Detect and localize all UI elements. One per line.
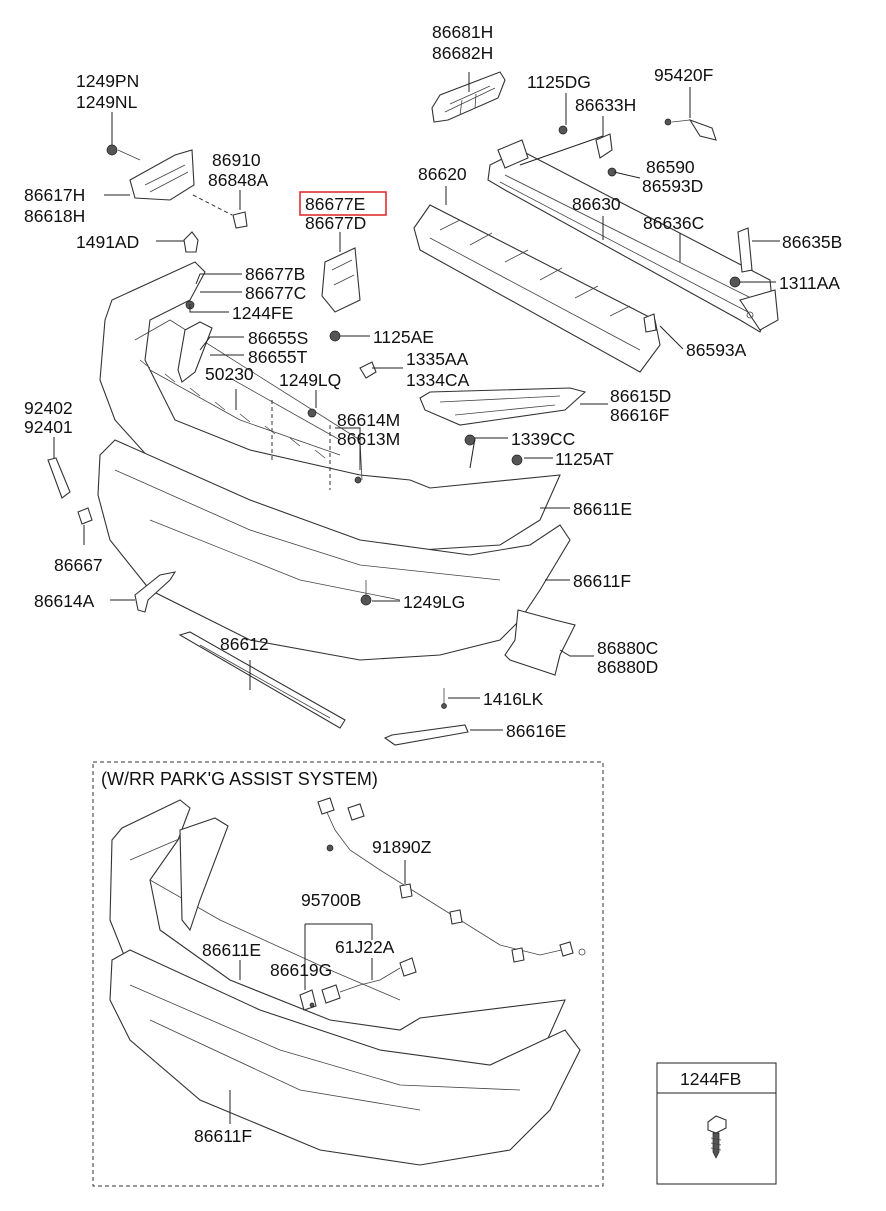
label-1125dg: 1125DG: [527, 72, 591, 92]
label-1335aa: 1335AA: [406, 349, 469, 369]
label-86635b: 86635B: [782, 232, 842, 252]
label-86611f: 86611F: [573, 571, 631, 591]
label-86880c: 86880C: [597, 638, 658, 658]
mudguard-86880c-drawing: [504, 609, 576, 676]
part-labels: 86681H 86682H 1125DG 95420F 1249PN 1249N…: [24, 22, 842, 1146]
label-92401: 92401: [24, 417, 73, 437]
label-86615d: 86615D: [610, 386, 671, 406]
label-1416lk: 1416LK: [483, 689, 544, 709]
bracket-86681h-drawing: [431, 71, 506, 123]
label-1249pn: 1249PN: [76, 71, 139, 91]
label-86611e: 86611E: [573, 499, 632, 519]
label-1125at: 1125AT: [555, 449, 614, 469]
label-86611e-inset: 86611E: [202, 940, 261, 960]
label-86616f: 86616F: [610, 405, 669, 425]
label-1334ca: 1334CA: [406, 370, 470, 390]
label-86630: 86630: [572, 194, 621, 214]
label-86611f-inset: 86611F: [194, 1126, 252, 1146]
leader-lines-inset: [229, 860, 406, 1124]
park-assist-note: (W/RR PARK'G ASSIST SYSTEM): [101, 769, 378, 789]
label-1339cc: 1339CC: [511, 429, 575, 449]
bumper-lower-86611f-drawing: [97, 439, 571, 661]
label-86633h: 86633H: [575, 95, 636, 115]
label-50230: 50230: [205, 364, 254, 384]
sensor-95420f-drawing: [664, 118, 717, 141]
label-1249lg: 1249LG: [403, 592, 465, 612]
label-86910: 86910: [212, 150, 261, 170]
label-86667: 86667: [54, 555, 103, 575]
label-86681h: 86681H: [432, 22, 493, 42]
label-86618h: 86618H: [24, 206, 85, 226]
clip-1491ad-drawing: [183, 231, 199, 253]
sensor-holder-61j22a-drawing: [321, 957, 417, 1004]
cap-86667-drawing: [77, 507, 93, 525]
label-95420f: 95420F: [654, 65, 713, 85]
bracket-86614a-drawing: [134, 571, 177, 613]
label-1249nl: 1249NL: [76, 92, 138, 112]
label-86677b: 86677B: [245, 264, 305, 284]
label-92402: 92402: [24, 398, 73, 418]
label-91890z: 91890Z: [372, 837, 432, 857]
bracket-86615d-drawing: [419, 387, 587, 426]
label-86593d: 86593D: [642, 176, 703, 196]
back-beam-86630-drawing: [487, 139, 779, 333]
wiring-harness-91890z-drawing: [317, 797, 586, 963]
label-95700b: 95700B: [301, 890, 361, 910]
label-86682h: 86682H: [432, 43, 493, 63]
label-86677c: 86677C: [245, 283, 306, 303]
label-86619g: 86619G: [270, 960, 332, 980]
label-86636c: 86636C: [643, 213, 704, 233]
label-86614a: 86614A: [34, 591, 95, 611]
part-box-1244fb: [656, 1062, 777, 1185]
label-86620: 86620: [418, 164, 467, 184]
label-1244fe: 1244FE: [232, 303, 293, 323]
leader-lines-upper: [53, 72, 780, 731]
label-86613m: 86613M: [337, 429, 400, 449]
label-1244fb: 1244FB: [680, 1069, 741, 1089]
label-86880d: 86880D: [597, 657, 658, 677]
fasteners-lower-drawing: [185, 300, 523, 709]
strip-86616e-drawing: [383, 724, 469, 746]
label-86616e: 86616E: [506, 721, 566, 741]
bracket-86677e-drawing: [321, 247, 361, 313]
energy-absorber-86620-drawing: [413, 204, 661, 373]
bracket-86635b-drawing: [737, 227, 753, 273]
label-1249lq: 1249LQ: [279, 370, 341, 390]
label-86590: 86590: [646, 157, 695, 177]
label-86677e: 86677E: [305, 194, 365, 214]
bracket-86617h-drawing: [106, 144, 195, 201]
label-86848a: 86848A: [208, 170, 269, 190]
label-86593a: 86593A: [686, 340, 747, 360]
label-1125ae: 1125AE: [373, 327, 434, 347]
label-86655s: 86655S: [248, 328, 308, 348]
screw-1244fb-drawing: [707, 1115, 727, 1159]
highlight-box-86677e: [299, 191, 387, 216]
reflector-92401-drawing: [47, 457, 71, 499]
strip-86612-drawing: [178, 631, 346, 729]
label-61j22a: 61J22A: [335, 937, 395, 957]
label-86614m: 86614M: [337, 410, 400, 430]
bracket-86633h-drawing: [595, 133, 613, 159]
label-86677d: 86677D: [305, 213, 366, 233]
clip-86910-drawing: [192, 194, 248, 229]
label-86612: 86612: [220, 634, 269, 654]
label-1491ad: 1491AD: [76, 232, 139, 252]
label-86617h: 86617H: [24, 185, 85, 205]
label-86655t: 86655T: [248, 347, 308, 367]
label-1311aa: 1311AA: [779, 273, 840, 293]
park-assist-inset-frame: [92, 761, 604, 1187]
sensor-95700b-drawing: [299, 989, 317, 1011]
bracket-86655s-drawing: [177, 321, 213, 383]
park-assist-bumper-drawing: [109, 799, 581, 1166]
fasteners-upper-drawing: [558, 125, 741, 333]
